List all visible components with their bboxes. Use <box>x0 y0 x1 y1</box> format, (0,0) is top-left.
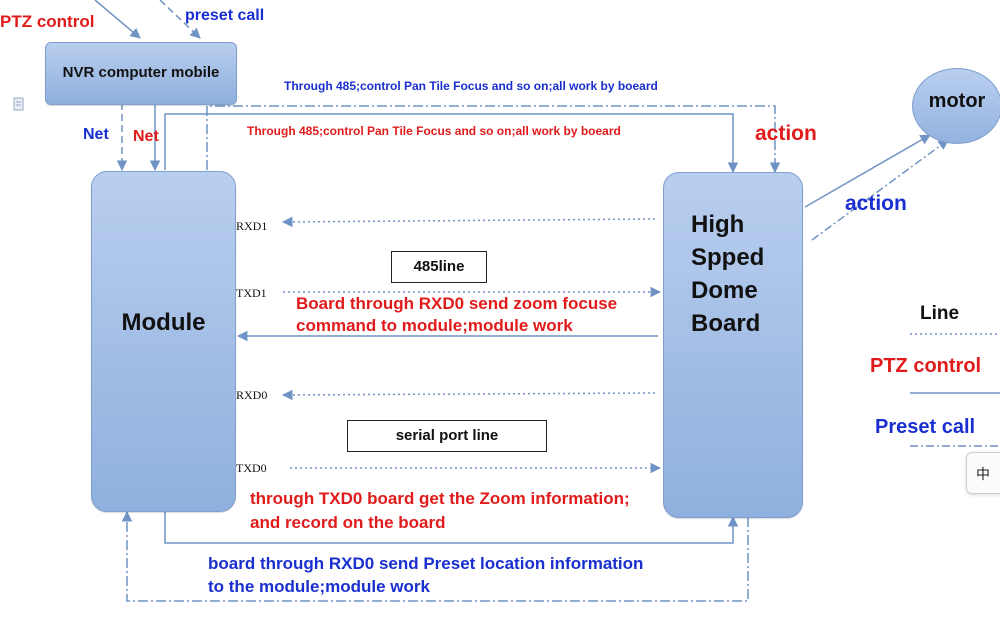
action-arrow-dashed <box>811 139 949 241</box>
dome-board-label-line: Spped <box>691 244 765 271</box>
preset-line-2: to the module;module work <box>208 577 430 596</box>
txd0-annotation: through TXD0 board get the Zoom informat… <box>250 487 630 535</box>
document-icon <box>13 97 24 111</box>
action-label-red: action <box>755 122 817 145</box>
dome-board-label-line: Board <box>691 310 761 337</box>
nvr-box: NVR computer mobile <box>45 42 237 105</box>
nvr-box-label: NVR computer mobile <box>62 64 220 81</box>
zoom-focus-line-2: command to module;module work <box>296 316 573 335</box>
net-label-right: Net <box>133 128 159 145</box>
zoom-focus-line-1: Board through RXD0 send zoom focuse <box>296 294 618 313</box>
pin-txd0: TXD0 <box>236 461 267 475</box>
pin-rxd0: RXD0 <box>236 388 268 402</box>
pin-rxd1: RXD1 <box>236 219 268 233</box>
action-label-blue: action <box>845 192 907 215</box>
preset-annotation: board through RXD0 send Preset location … <box>208 552 643 598</box>
dome-board-label-line: Dome <box>691 277 758 304</box>
through485-inner-loop <box>164 113 739 174</box>
legend-line-label: Line <box>920 303 960 324</box>
module-box-label: Module <box>121 309 206 336</box>
zoom-info-loop <box>164 512 739 544</box>
ime-indicator[interactable]: 中 <box>966 452 1000 494</box>
net-label-left: Net <box>83 126 109 143</box>
legend-ptz-label: PTZ control <box>870 355 982 377</box>
line485-label: 485line <box>413 258 465 275</box>
rxd1-line <box>281 216 656 228</box>
dome-board-box: High Spped Dome Board <box>663 172 803 518</box>
txd0-line-1: through TXD0 board get the Zoom informat… <box>250 489 630 508</box>
ptz-in-arrow <box>94 0 141 39</box>
through485-outer-loop <box>206 105 781 174</box>
preset-call-top-label: preset call <box>185 7 265 24</box>
rxd0-line <box>281 389 656 401</box>
txd0-line-2: and record on the board <box>250 513 446 532</box>
pin-txd1: TXD1 <box>236 286 267 300</box>
preset-line-1: board through RXD0 send Preset location … <box>208 554 644 573</box>
preset-in-arrow <box>159 0 201 39</box>
motor-ellipse: motor <box>912 68 1000 144</box>
legend-preset-label: Preset call <box>875 416 976 438</box>
through485-blue-text: Through 485;control Pan Tile Focus and s… <box>284 79 658 93</box>
line485-box: 485line <box>391 251 487 283</box>
action-arrow-solid <box>804 134 931 208</box>
motor-label: motor <box>928 90 986 112</box>
zoom-focus-annotation: Board through RXD0 send zoom focuse comm… <box>296 293 617 337</box>
dome-board-label: High Spped Dome Board <box>691 208 764 340</box>
module-box: Module <box>91 171 236 512</box>
dome-board-label-line: High <box>691 211 745 238</box>
ptz-control-top-label: PTZ control <box>0 12 95 31</box>
ime-indicator-text: 中 <box>976 467 990 483</box>
through485-red-text: Through 485;control Pan Tile Focus and s… <box>247 124 621 138</box>
serial-line-box: serial port line <box>347 420 547 452</box>
preset-info-loop <box>121 510 749 602</box>
serial-line-label: serial port line <box>395 427 499 444</box>
